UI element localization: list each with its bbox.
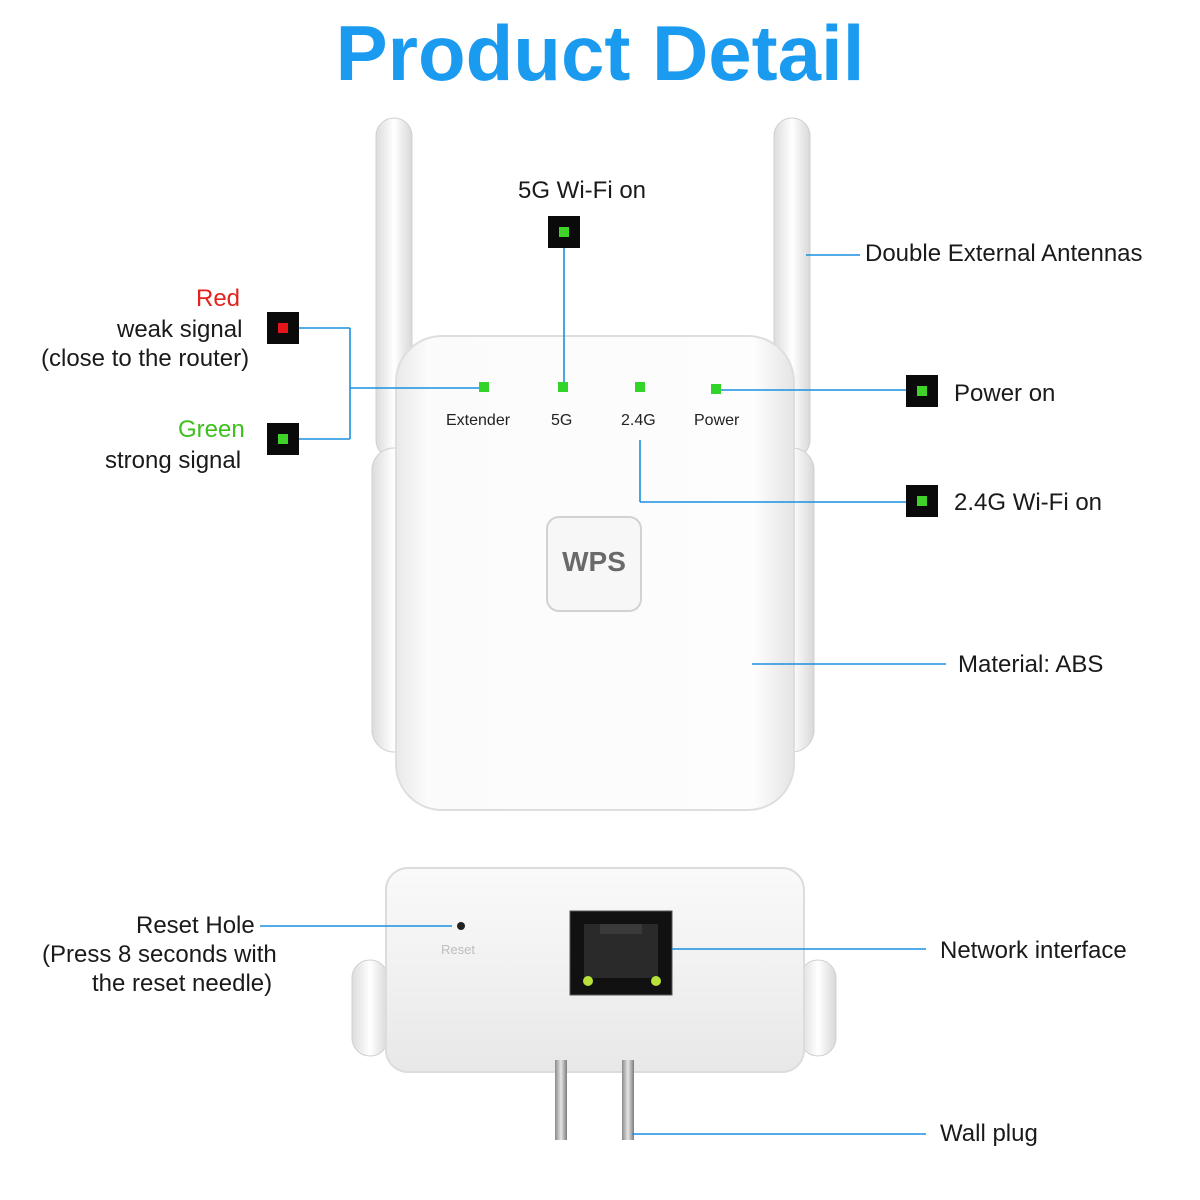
label-power-on: Power on xyxy=(954,380,1056,407)
24g-led xyxy=(635,382,645,392)
wps-button: WPS xyxy=(562,546,626,577)
label-material: Material: ABS xyxy=(958,651,1104,678)
panel-label-5g: 5G xyxy=(551,412,573,429)
wifi-5g-indicator xyxy=(548,216,580,248)
wifi-24g-indicator xyxy=(906,485,938,517)
label-network-interface: Network interface xyxy=(940,937,1127,964)
label-reset-press: (Press 8 seconds with xyxy=(42,941,277,968)
bottom-view xyxy=(351,867,837,1140)
label-strong-signal: strong signal xyxy=(105,447,242,474)
panel-label-extender: Extender xyxy=(446,412,511,429)
label-red: Red xyxy=(196,285,241,312)
label-reset-hole: Reset Hole xyxy=(136,912,255,939)
page-title: Product Detail xyxy=(335,9,865,97)
label-wall-plug: Wall plug xyxy=(940,1120,1038,1147)
label-double-antennas: Double External Antennas xyxy=(865,240,1143,267)
label-weak-signal: weak signal xyxy=(117,316,243,343)
label-green: Green xyxy=(178,416,245,443)
leader-lines xyxy=(260,246,946,1135)
red-indicator xyxy=(267,312,299,344)
label-close-router: (close to the router) xyxy=(41,345,250,372)
green-indicator xyxy=(267,423,299,455)
panel-label-24g: 2.4G xyxy=(621,412,656,429)
reset-port-label: Reset xyxy=(441,942,475,957)
label-24g-wifi-on: 2.4G Wi-Fi on xyxy=(954,489,1103,516)
extender-led xyxy=(479,382,489,392)
power-led xyxy=(711,384,721,394)
label-5g-wifi-on: 5G Wi-Fi on xyxy=(518,177,647,204)
label-reset-needle: the reset needle) xyxy=(92,970,273,997)
panel-label-power: Power xyxy=(694,412,740,429)
5g-led xyxy=(558,382,568,392)
power-indicator xyxy=(906,375,938,407)
wps-button-shape xyxy=(546,516,642,612)
